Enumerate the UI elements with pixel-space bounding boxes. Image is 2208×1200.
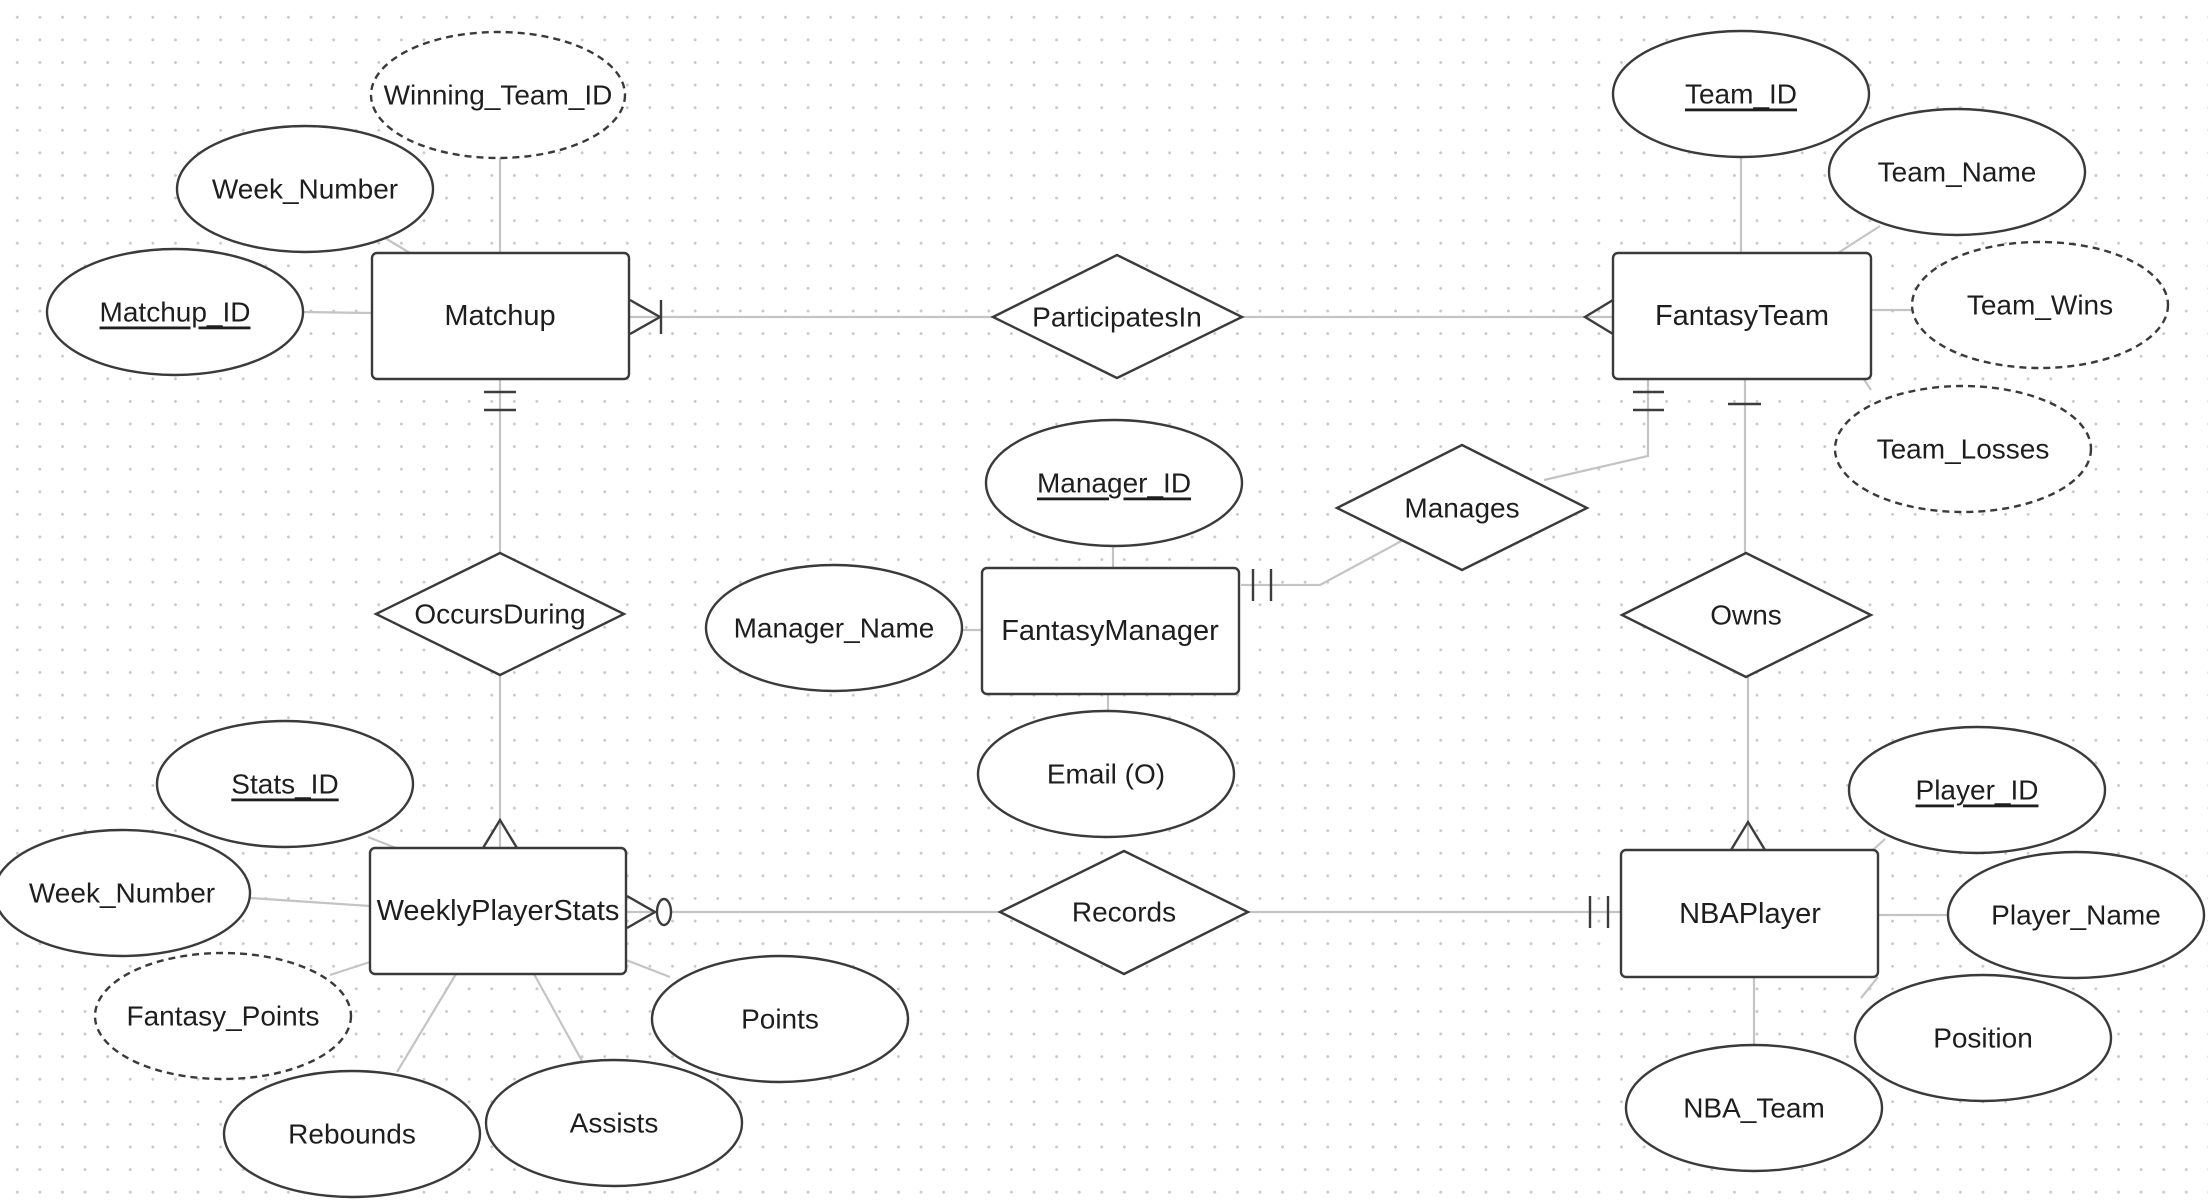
link-rebounds xyxy=(396,973,457,1073)
link-fantasymanager-manages xyxy=(1241,537,1408,587)
attribute-label: Rebounds xyxy=(288,1119,416,1150)
attribute-label: Team_Losses xyxy=(1877,434,2050,465)
attribute-label: Team_ID xyxy=(1685,79,1797,110)
relationship-manages[interactable]: Manages xyxy=(1334,443,1590,572)
relationship-label: Manages xyxy=(1404,493,1519,524)
attribute-label: NBA_Team xyxy=(1683,1093,1825,1124)
attribute-label: Week_Number xyxy=(212,174,398,205)
link-week-number-matchup xyxy=(384,237,411,254)
attribute-label: Fantasy_Points xyxy=(127,1001,320,1032)
attribute-week-number-stats[interactable]: Week_Number xyxy=(0,828,252,958)
attribute-label: Matchup_ID xyxy=(100,297,251,328)
attribute-label: Winning_Team_ID xyxy=(384,80,613,111)
attribute-label: Player_Name xyxy=(1991,900,2161,931)
crowfoot-fantasyteam-participatesin xyxy=(1582,298,1614,336)
crowfoot-weeklyplayerstats-records xyxy=(626,894,658,930)
entity-label: FantasyManager xyxy=(1001,615,1219,647)
crowfoot-nbaplayer-owns xyxy=(1729,819,1767,851)
attribute-label: Player_ID xyxy=(1916,775,2039,806)
link-week-number-stats xyxy=(249,896,371,908)
attribute-label: Team_Name xyxy=(1878,157,2037,188)
attribute-assists[interactable]: Assists xyxy=(484,1058,744,1188)
circle-weeklyplayerstats-records xyxy=(655,897,673,927)
relationship-records[interactable]: Records xyxy=(997,849,1251,976)
link-team-name xyxy=(1837,225,1881,254)
relationship-participatesin[interactable]: ParticipatesIn xyxy=(990,253,1245,380)
link-assists xyxy=(533,973,583,1062)
link-matchup-id xyxy=(301,310,373,315)
attribute-position[interactable]: Position xyxy=(1853,973,2113,1103)
attribute-team-id[interactable]: Team_ID xyxy=(1611,29,1871,159)
relationship-owns[interactable]: Owns xyxy=(1619,551,1874,679)
relationship-label: OccursDuring xyxy=(414,599,585,630)
attribute-label: Position xyxy=(1933,1023,2033,1054)
attribute-matchup-id[interactable]: Matchup_ID xyxy=(45,247,305,377)
entity-fantasyteam[interactable]: FantasyTeam xyxy=(1611,251,1873,381)
attribute-rebounds[interactable]: Rebounds xyxy=(222,1069,482,1199)
attribute-label: Week_Number xyxy=(29,878,215,909)
attribute-player-name[interactable]: Player_Name xyxy=(1946,850,2206,980)
relationship-label: Records xyxy=(1072,897,1176,928)
link-manages-fantasyteam xyxy=(1543,380,1650,482)
attribute-manager-id[interactable]: Manager_ID xyxy=(984,418,1244,548)
attribute-player-id[interactable]: Player_ID xyxy=(1847,725,2107,855)
link-stats-id xyxy=(367,835,397,850)
attribute-team-name[interactable]: Team_Name xyxy=(1827,107,2087,237)
attribute-label: Manager_Name xyxy=(734,613,935,644)
attribute-label: Email (O) xyxy=(1047,759,1165,790)
entity-fantasymanager[interactable]: FantasyManager xyxy=(980,566,1241,696)
link-fantasy-points xyxy=(329,960,371,977)
attribute-email[interactable]: Email (O) xyxy=(976,709,1236,839)
link-player-id xyxy=(1872,838,1886,851)
attribute-nba-team[interactable]: NBA_Team xyxy=(1624,1043,1884,1173)
entity-weeklyplayerstats[interactable]: WeeklyPlayerStats xyxy=(368,846,628,976)
entity-label: WeeklyPlayerStats xyxy=(377,895,620,927)
attribute-label: Points xyxy=(741,1004,819,1035)
connector-lines xyxy=(249,157,1948,1073)
relationship-label: ParticipatesIn xyxy=(1032,302,1202,333)
entity-label: FantasyTeam xyxy=(1655,300,1829,332)
cardinality-marks xyxy=(481,298,1767,930)
crowfoot-weeklyplayerstats-occursduring xyxy=(481,817,519,849)
attribute-winning-team-id[interactable]: Winning_Team_ID xyxy=(369,30,627,160)
attribute-manager-name[interactable]: Manager_Name xyxy=(704,563,964,693)
attribute-fantasy-points[interactable]: Fantasy_Points xyxy=(93,951,353,1081)
attribute-week-number-matchup[interactable]: Week_Number xyxy=(175,124,435,254)
attribute-points[interactable]: Points xyxy=(650,954,910,1084)
attribute-label: Stats_ID xyxy=(231,769,338,800)
link-position xyxy=(1860,976,1879,999)
relationship-occursduring[interactable]: OccursDuring xyxy=(373,551,627,677)
entity-label: NBAPlayer xyxy=(1679,898,1821,930)
attribute-label: Manager_ID xyxy=(1037,468,1191,499)
attribute-label: Assists xyxy=(570,1108,659,1139)
entity-nbaplayer[interactable]: NBAPlayer xyxy=(1619,848,1880,979)
entity-label: Matchup xyxy=(444,300,555,332)
attribute-stats-id[interactable]: Stats_ID xyxy=(155,719,415,849)
link-points xyxy=(625,958,671,979)
attribute-team-losses[interactable]: Team_Losses xyxy=(1833,384,2093,514)
attribute-team-wins[interactable]: Team_Wins xyxy=(1910,240,2170,370)
relationship-label: Owns xyxy=(1710,600,1782,631)
attribute-label: Team_Wins xyxy=(1967,290,2113,321)
entity-matchup[interactable]: Matchup xyxy=(370,251,631,381)
